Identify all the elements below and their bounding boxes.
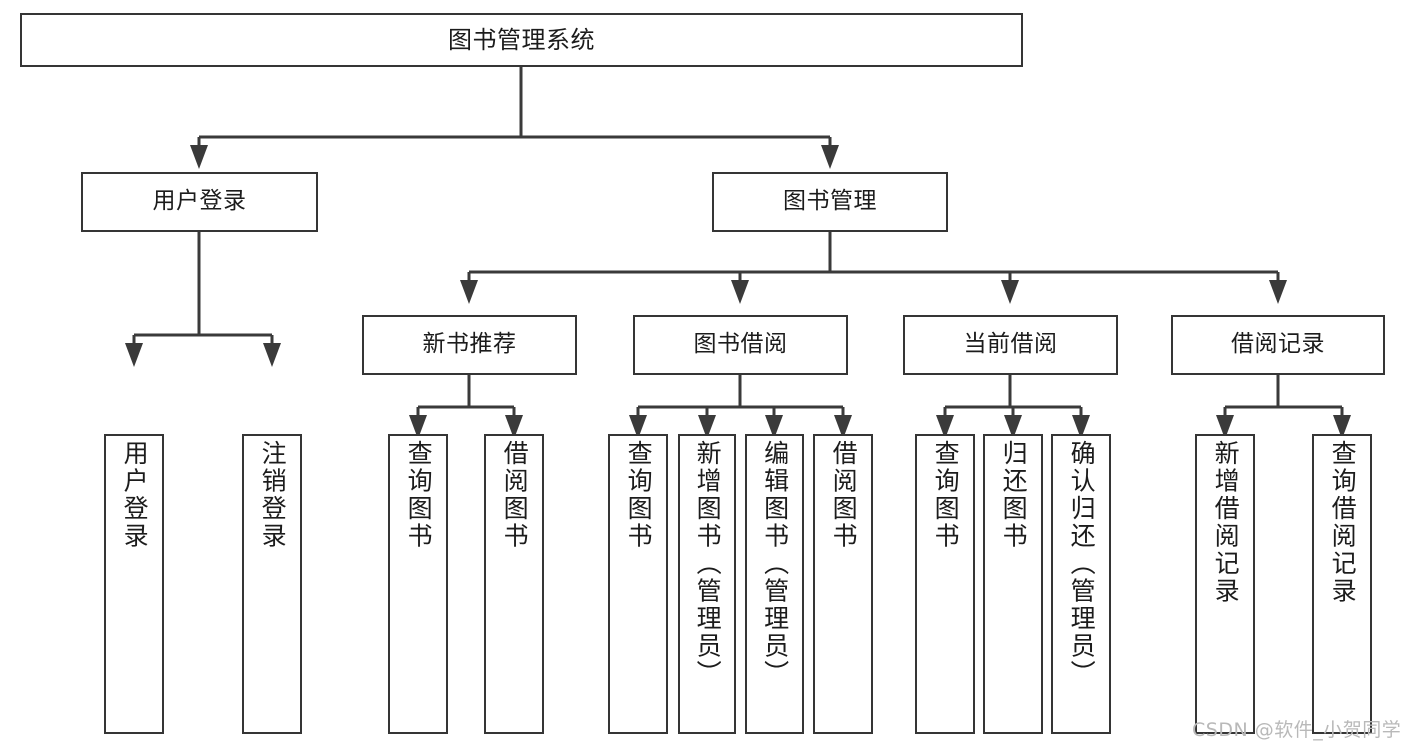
node-label: 图书管理 (783, 188, 877, 215)
node-leaf-borrow-book-recommend[interactable]: 借阅图书 (484, 434, 544, 734)
node-label: 用户登录 (152, 188, 247, 215)
node-new-book-recommend[interactable]: 新书推荐 (362, 315, 577, 375)
node-label: 新书推荐 (422, 331, 517, 358)
node-label: 图书管理系统 (448, 25, 595, 54)
node-leaf-user-login[interactable]: 用户登录 (104, 434, 164, 734)
node-borrow-record[interactable]: 借阅记录 (1171, 315, 1385, 375)
csdn-watermark: CSDN @软件_小贺同学 (1192, 719, 1402, 741)
node-leaf-logout[interactable]: 注销登录 (242, 434, 302, 734)
node-leaf-return-book[interactable]: 归还图书 (983, 434, 1043, 734)
node-label: 查询图书 (404, 440, 434, 550)
node-leaf-confirm-return[interactable]: 确认归还（管理员） (1051, 434, 1111, 734)
node-label: 当前借阅 (963, 331, 1058, 358)
node-label: 借阅记录 (1231, 331, 1325, 358)
node-label: 编辑图书（管理员） (760, 440, 790, 688)
node-leaf-query-borrow-record[interactable]: 查询借阅记录 (1312, 434, 1372, 734)
node-label: 查询图书 (624, 440, 654, 550)
node-leaf-add-borrow-record[interactable]: 新增借阅记录 (1195, 434, 1255, 734)
node-leaf-borrow-book[interactable]: 借阅图书 (813, 434, 873, 734)
node-label: 新增图书（管理员） (693, 440, 723, 688)
node-leaf-edit-book[interactable]: 编辑图书（管理员） (745, 434, 804, 734)
node-label: 归还图书 (999, 440, 1029, 550)
node-label: 用户登录 (120, 440, 150, 550)
node-label: 注销登录 (258, 440, 288, 550)
node-label: 借阅图书 (500, 440, 530, 550)
node-label: 确认归还（管理员） (1067, 440, 1097, 688)
node-current-borrow[interactable]: 当前借阅 (903, 315, 1118, 375)
node-leaf-query-book-recommend[interactable]: 查询图书 (388, 434, 448, 734)
node-leaf-query-book-borrow[interactable]: 查询图书 (608, 434, 668, 734)
node-root-system-title[interactable]: 图书管理系统 (20, 13, 1023, 67)
node-book-borrow[interactable]: 图书借阅 (633, 315, 848, 375)
node-book-management[interactable]: 图书管理 (712, 172, 948, 232)
node-label: 查询借阅记录 (1328, 440, 1358, 605)
node-label: 图书借阅 (693, 331, 788, 358)
node-label: 新增借阅记录 (1211, 440, 1241, 605)
node-leaf-query-book-current[interactable]: 查询图书 (915, 434, 975, 734)
node-user-login[interactable]: 用户登录 (81, 172, 318, 232)
node-leaf-add-book[interactable]: 新增图书（管理员） (678, 434, 736, 734)
node-label: 查询图书 (931, 440, 961, 550)
node-label: 借阅图书 (829, 440, 859, 550)
